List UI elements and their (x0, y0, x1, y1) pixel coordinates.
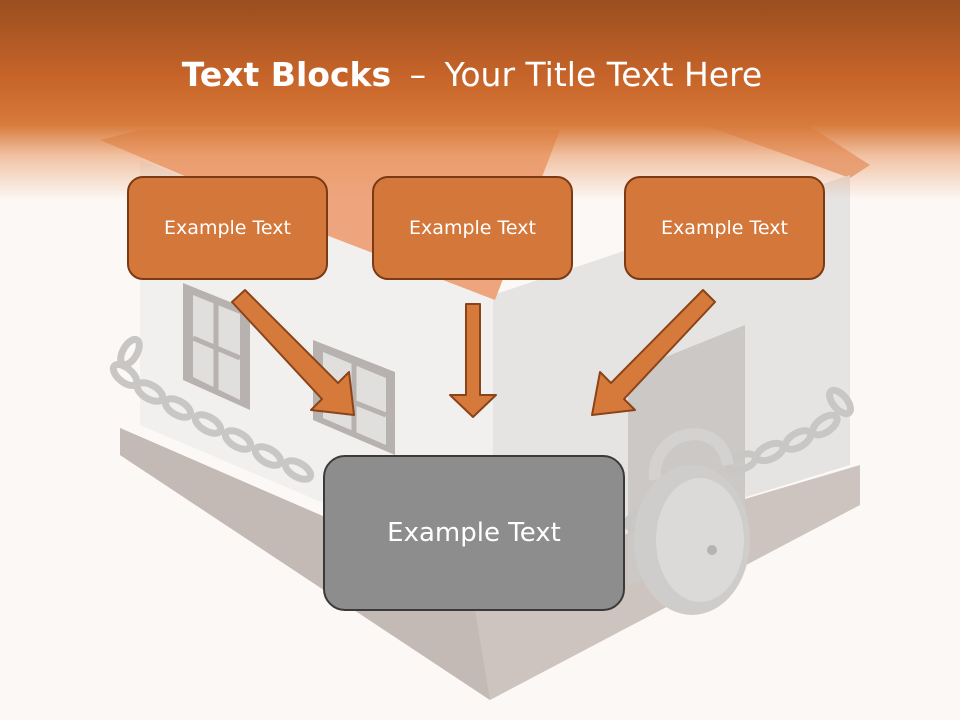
chain-left (109, 335, 315, 483)
text-block-bottom[interactable]: Example Text (323, 455, 625, 611)
title-rest: Your Title Text Here (444, 55, 763, 94)
title-banner (0, 0, 960, 200)
title-bold: Text Blocks (181, 55, 392, 94)
text-block-center[interactable]: Example Text (372, 176, 573, 280)
text-block-right[interactable]: Example Text (624, 176, 825, 280)
title-separator: – (409, 55, 427, 94)
text-block-bottom-label: Example Text (387, 518, 561, 548)
page-title: Text Blocks – Your Title Text Here (0, 55, 944, 94)
padlock (634, 428, 750, 615)
text-block-left[interactable]: Example Text (127, 176, 328, 280)
text-block-center-label: Example Text (409, 217, 536, 239)
text-block-left-label: Example Text (164, 217, 291, 239)
text-block-right-label: Example Text (661, 217, 788, 239)
